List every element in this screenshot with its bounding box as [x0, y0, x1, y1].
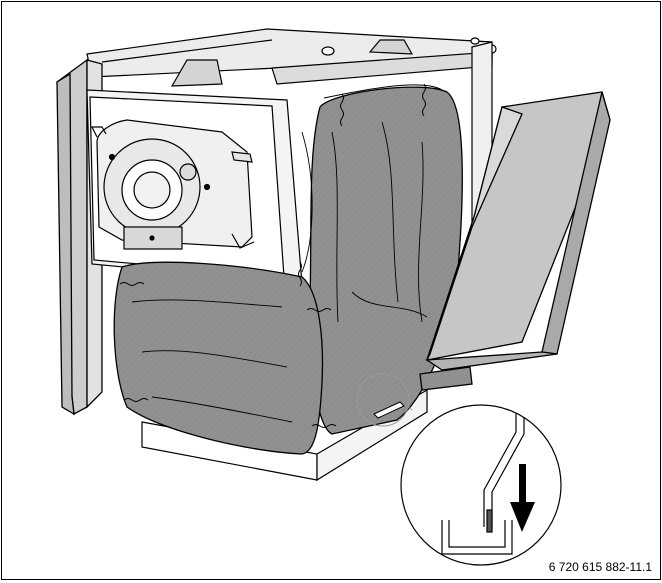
tension-springs: [119, 83, 426, 428]
detail-callout: [356, 373, 413, 427]
insulation-blanket-left: [113, 131, 324, 455]
down-arrow-icon: [510, 464, 535, 532]
right-side-panel: [419, 91, 611, 391]
boiler-top-frame: [86, 28, 497, 87]
figure-code: 6 720 615 882-11.1: [548, 560, 652, 574]
burner-mount: [86, 89, 303, 285]
magnifier-detail: [400, 404, 562, 566]
